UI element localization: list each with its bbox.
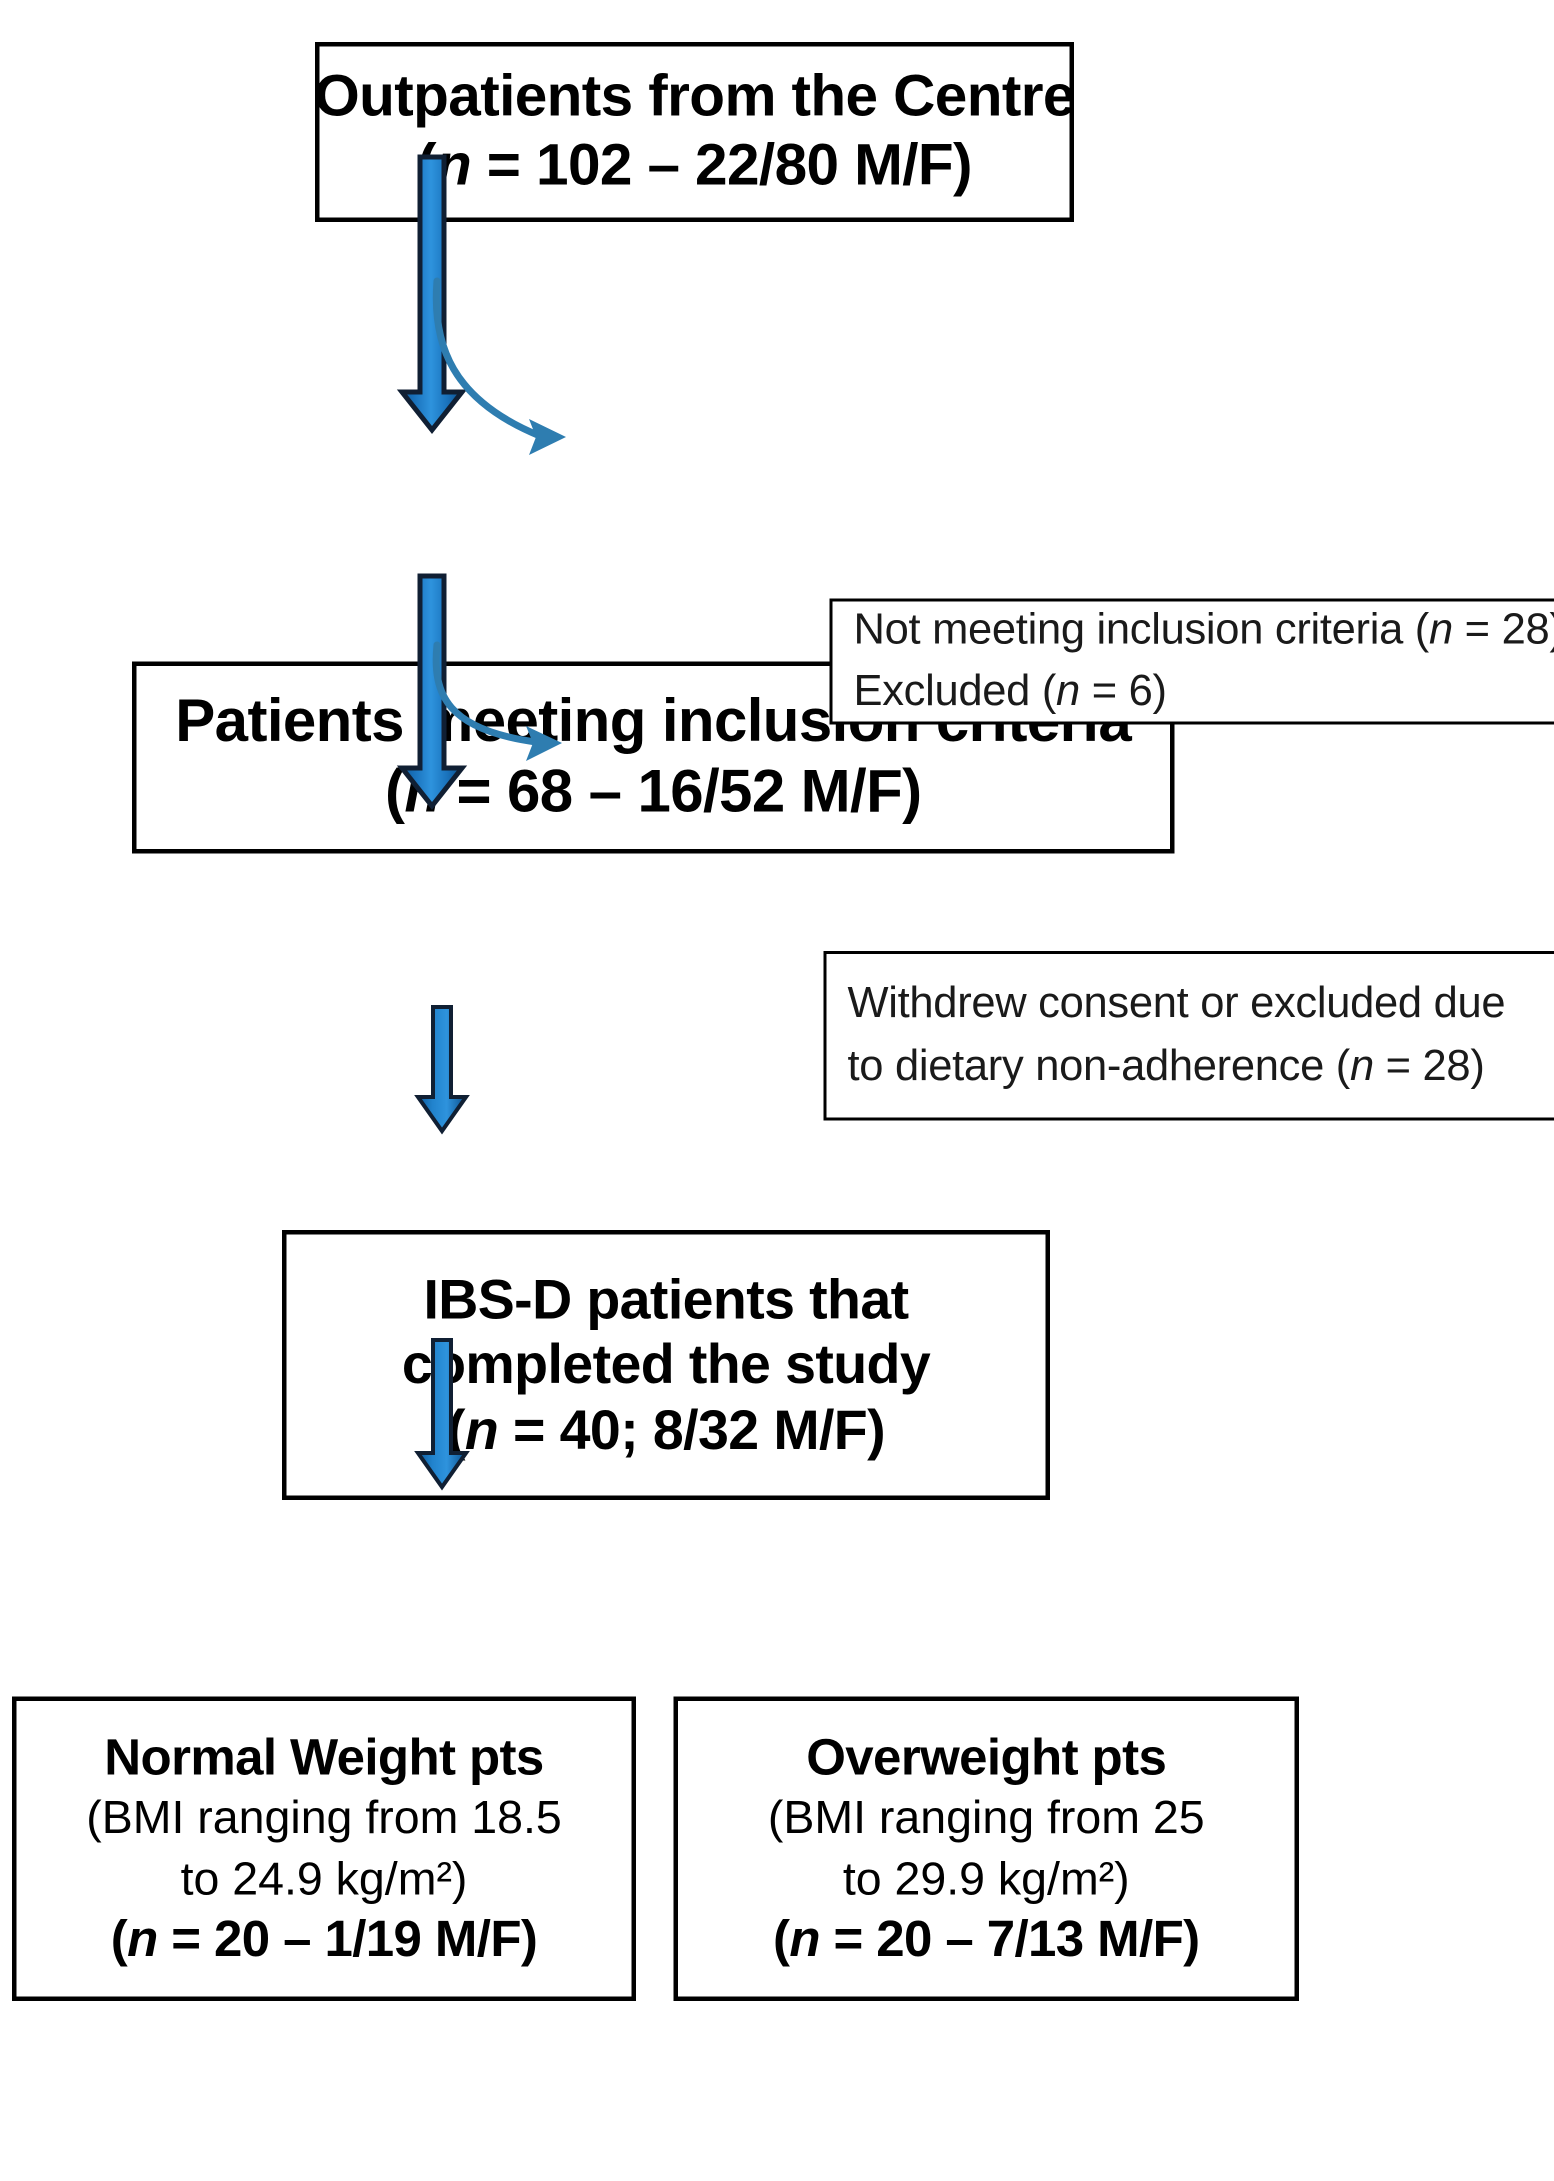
note-exclusion-1-line2: Excluded (n = 6) <box>854 662 1554 724</box>
node-ibsd-completed-study: IBS-D patients that completed the study … <box>282 1230 1050 1500</box>
n-symbol: n <box>127 1910 158 1968</box>
note-exclusion-2-line2: to dietary non-adherence (n = 28) <box>848 1036 1554 1098</box>
node-outpatients-line1: Outpatients from the Centre <box>314 64 1075 129</box>
count-value: = 28) <box>1452 605 1554 654</box>
text-part: Not meeting inclusion criteria ( <box>853 605 1430 654</box>
count-value: = 6) <box>1079 667 1167 716</box>
count-value: = 40; 8/32 M/F) <box>498 1399 886 1461</box>
node-outpatients: Outpatients from the Centre (n = 102 – 2… <box>314 42 1075 222</box>
node-overweight-patients: Overweight pts (BMI ranging from 25 to 2… <box>673 1696 1299 2001</box>
node-ibsd-line1: IBS-D patients that <box>423 1268 909 1330</box>
n-symbol: n <box>1349 1041 1374 1090</box>
node-normal-weight-bmi-line1: (BMI ranging from 18.5 <box>86 1791 562 1844</box>
paren-open: ( <box>772 1910 790 1968</box>
arrow-outpatients-to-inclusion <box>396 154 468 435</box>
count-value: = 20 – 7/13 M/F) <box>819 1910 1200 1968</box>
node-normal-weight-count: (n = 20 – 1/19 M/F) <box>111 1909 538 1969</box>
note-exclusion-1: Not meeting inclusion criteria (n = 28) … <box>829 598 1554 725</box>
node-ibsd-line3: (n = 40; 8/32 M/F) <box>447 1398 886 1463</box>
node-outpatients-line2: (n = 102 – 22/80 M/F) <box>417 132 972 201</box>
count-value: = 68 – 16/52 M/F) <box>440 759 922 825</box>
note-exclusion-2-line1: Withdrew consent or excluded due <box>847 979 1506 1028</box>
count-value: = 28) <box>1373 1041 1485 1090</box>
text-part: to dietary non-adherence ( <box>847 1041 1351 1090</box>
node-overweight-bmi-line2: to 29.9 kg/m²) <box>842 1851 1130 1905</box>
node-normal-weight-patients: Normal Weight pts (BMI ranging from 18.5… <box>12 1696 636 2001</box>
node-inclusion-line2: (n = 68 – 16/52 M/F) <box>385 758 922 829</box>
node-normal-weight-bmi-line2: to 24.9 kg/m²) <box>180 1851 468 1905</box>
note-exclusion-2: Withdrew consent or excluded due to diet… <box>823 951 1554 1121</box>
node-ibsd-line2: completed the study <box>401 1333 931 1396</box>
arrow-inclusion-to-ibsd <box>396 573 468 811</box>
arrow-ibsd-to-groups <box>414 1005 470 1135</box>
branch-arrow-to-exclusion-2 <box>432 641 562 761</box>
node-overweight-count: (n = 20 – 7/13 M/F) <box>773 1909 1200 1969</box>
n-symbol: n <box>789 1910 820 1968</box>
paren-open: ( <box>110 1910 128 1968</box>
node-overweight-bmi-line1: (BMI ranging from 25 <box>767 1791 1205 1844</box>
paren-open: ( <box>384 759 405 825</box>
arrow-groups-to-evaluation <box>414 1338 470 1491</box>
n-symbol: n <box>1056 667 1080 716</box>
note-exclusion-1-line1: Not meeting inclusion criteria (n = 28) <box>854 600 1554 662</box>
n-symbol: n <box>1428 605 1453 654</box>
text-part: Excluded ( <box>853 667 1057 716</box>
n-symbol: n <box>464 1399 499 1461</box>
node-overweight-title: Overweight pts <box>806 1729 1167 1787</box>
count-value: = 102 – 22/80 M/F) <box>471 133 973 199</box>
node-normal-weight-title: Normal Weight pts <box>104 1729 544 1787</box>
branch-arrow-to-exclusion-1 <box>432 277 566 455</box>
count-value: = 20 – 1/19 M/F) <box>157 1910 538 1968</box>
